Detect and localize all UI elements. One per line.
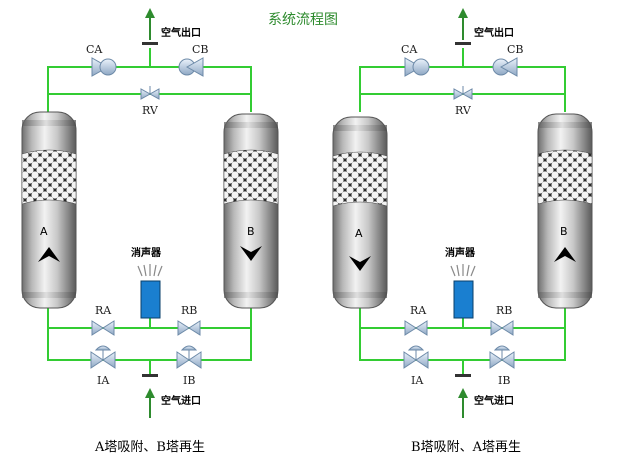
valve-ib [489, 345, 515, 369]
outlet-arrow [142, 8, 158, 45]
muffler-exhaust-icon [137, 264, 163, 277]
valve-ib [176, 345, 202, 369]
inlet-arrow [142, 374, 158, 418]
tower-label-b: B [560, 225, 568, 238]
tower-a [21, 111, 77, 309]
muffler-exhaust-icon [450, 264, 476, 277]
tower-label-b: B [247, 225, 255, 238]
valve-label-rb: RB [181, 304, 197, 317]
valve-label-ib: IB [183, 374, 195, 387]
valve-ia [403, 345, 429, 369]
valve-ra [91, 320, 115, 336]
check-valve-ca [404, 57, 430, 77]
muffler-label: 消声器 [131, 246, 162, 259]
outlet-label: 空气出口 [161, 26, 201, 39]
tower-a [332, 116, 388, 309]
valve-label-rv: RV [142, 104, 159, 117]
tower-b [223, 113, 279, 309]
flow-up-icon [38, 247, 60, 262]
outlet-arrow [455, 8, 471, 45]
flow-up-icon [554, 247, 576, 262]
panel-right: 空气出口 CA CB RV A [332, 8, 593, 455]
valve-ra [404, 320, 428, 336]
check-valve-cb [492, 57, 518, 77]
check-valve-ca [91, 57, 117, 77]
valve-label-ra: RA [95, 304, 112, 317]
valve-label-ra: RA [410, 304, 427, 317]
inlet-arrow [455, 374, 471, 418]
valve-label-ca: CA [86, 43, 103, 56]
pipes [47, 48, 252, 374]
inlet-label: 空气进口 [474, 394, 514, 407]
check-valve-cb [178, 57, 204, 77]
valve-label-ia: IA [97, 374, 110, 387]
valve-label-rb: RB [496, 304, 512, 317]
panel-caption: A塔吸附、B塔再生 [94, 440, 205, 455]
valve-label-ca: CA [401, 43, 418, 56]
tower-label-a: A [40, 225, 48, 238]
valve-label-rv: RV [455, 104, 472, 117]
muffler [453, 280, 474, 319]
panel-caption: B塔吸附、A塔再生 [411, 440, 521, 455]
valve-label-cb: CB [192, 43, 209, 56]
muffler-label: 消声器 [445, 246, 476, 259]
muffler [140, 280, 161, 319]
valve-ia [90, 345, 116, 369]
flow-down-icon [240, 246, 262, 261]
valve-rv [140, 86, 160, 100]
diagram-title: 系统流程图 [268, 12, 338, 28]
inlet-label: 空气进口 [161, 394, 201, 407]
flow-down-icon [349, 256, 371, 271]
pipes [359, 48, 566, 374]
valve-label-ib: IB [498, 374, 510, 387]
tower-b [537, 113, 593, 309]
valve-label-ia: IA [411, 374, 424, 387]
tower-label-a: A [355, 227, 363, 240]
panel-left: 空气出口 CA CB RV A [21, 8, 279, 455]
outlet-label: 空气出口 [474, 26, 514, 39]
valve-rb [177, 320, 201, 336]
valve-rv [453, 86, 473, 100]
valve-rb [490, 320, 514, 336]
valve-label-cb: CB [507, 43, 524, 56]
